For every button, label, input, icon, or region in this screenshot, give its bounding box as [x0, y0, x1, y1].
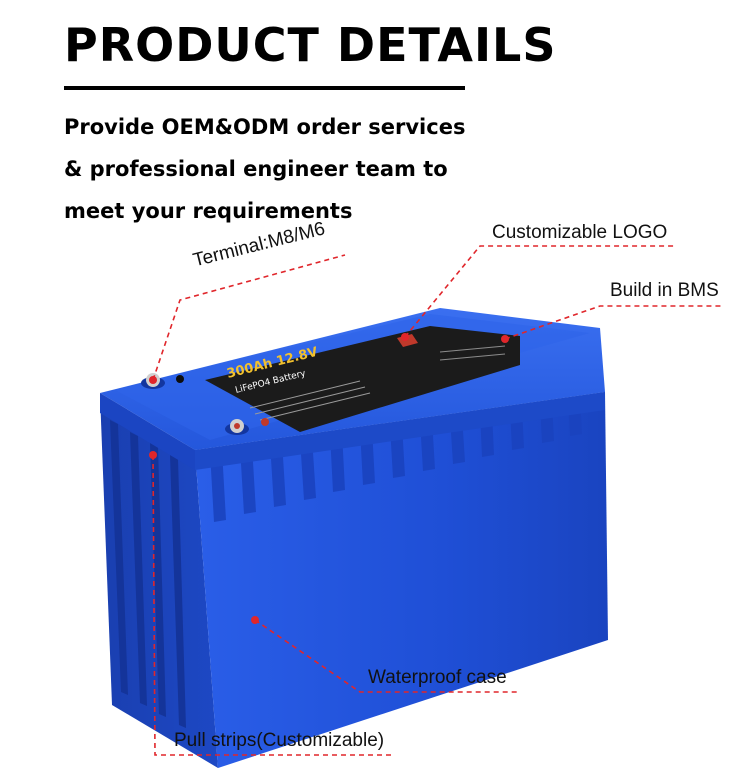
terminal-leader-line [152, 254, 346, 381]
callout-pull-strips: Pull strips(Customizable) [174, 730, 385, 751]
callout-waterproof-case: Waterproof case [368, 667, 507, 688]
page-title: PRODUCT DETAILS [64, 18, 557, 72]
battery-label: 300Ah 12.8V LiFePO4 Battery [205, 326, 520, 432]
intro-line-3: meet your requirements [64, 199, 353, 223]
callout-dots [149, 333, 509, 624]
title-underline [64, 86, 465, 90]
logo-leader-line [404, 245, 675, 338]
intro-line-2: & professional engineer team to [64, 157, 448, 181]
callout-lines [152, 245, 722, 756]
callout-customizable-logo: Customizable LOGO [492, 222, 668, 243]
battery-front-face [195, 392, 608, 768]
bms-leader-line [504, 305, 722, 340]
callout-build-in-bms: Build in BMS [610, 280, 719, 301]
case-leader-line [254, 619, 520, 693]
terminal-positive-icon [225, 418, 269, 435]
strips-leader-line [152, 454, 395, 756]
intro-line-1: Provide OEM&ODM order services [64, 115, 466, 139]
